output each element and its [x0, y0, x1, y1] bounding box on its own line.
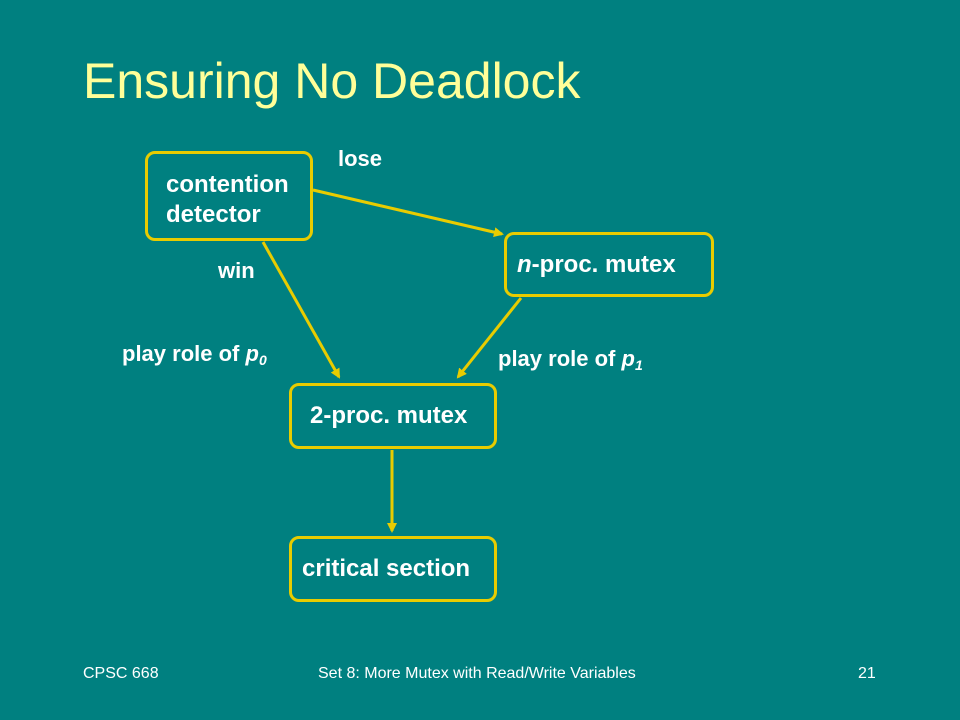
contention-detector-line-2: detector — [166, 201, 261, 228]
contention-detector-box: contention detector — [145, 151, 313, 241]
two-proc-mutex-box: 2-proc. mutex — [289, 383, 497, 449]
arrow-win — [261, 241, 341, 379]
play-role-p0-text: play role of — [122, 341, 246, 366]
play-role-p1-sub: 1 — [634, 357, 643, 373]
arrow-lose — [312, 188, 504, 238]
edge-label-play-role-p0: play role of p0 — [122, 341, 267, 368]
critical-section-label: critical section — [302, 555, 471, 582]
edge-label-win: win — [218, 258, 255, 283]
n-proc-mutex-italic-n: n — [517, 251, 532, 278]
two-proc-mutex-label: 2-proc. mutex — [310, 402, 468, 429]
play-role-p0-sub: 0 — [258, 352, 267, 368]
n-proc-mutex-box: n-proc. mutex — [504, 232, 714, 297]
n-proc-mutex-label: -proc. mutex — [531, 251, 676, 278]
critical-section-box: critical section — [289, 536, 497, 602]
edge-label-lose: lose — [338, 146, 383, 171]
slide-title: Ensuring No Deadlock — [83, 53, 581, 109]
play-role-p1-var: p — [621, 346, 635, 371]
footer-page-number: 21 — [858, 665, 876, 682]
contention-detector-line-1: contention — [166, 171, 289, 198]
footer-course: CPSC 668 — [83, 665, 159, 682]
edge-label-play-role-p1: play role of p1 — [498, 346, 643, 373]
play-role-p0-var: p — [245, 341, 259, 366]
play-role-p1-text: play role of — [498, 346, 622, 371]
footer-set-title: Set 8: More Mutex with Read/Write Variab… — [318, 665, 636, 682]
arrow-nproc-to-2proc — [456, 297, 523, 379]
